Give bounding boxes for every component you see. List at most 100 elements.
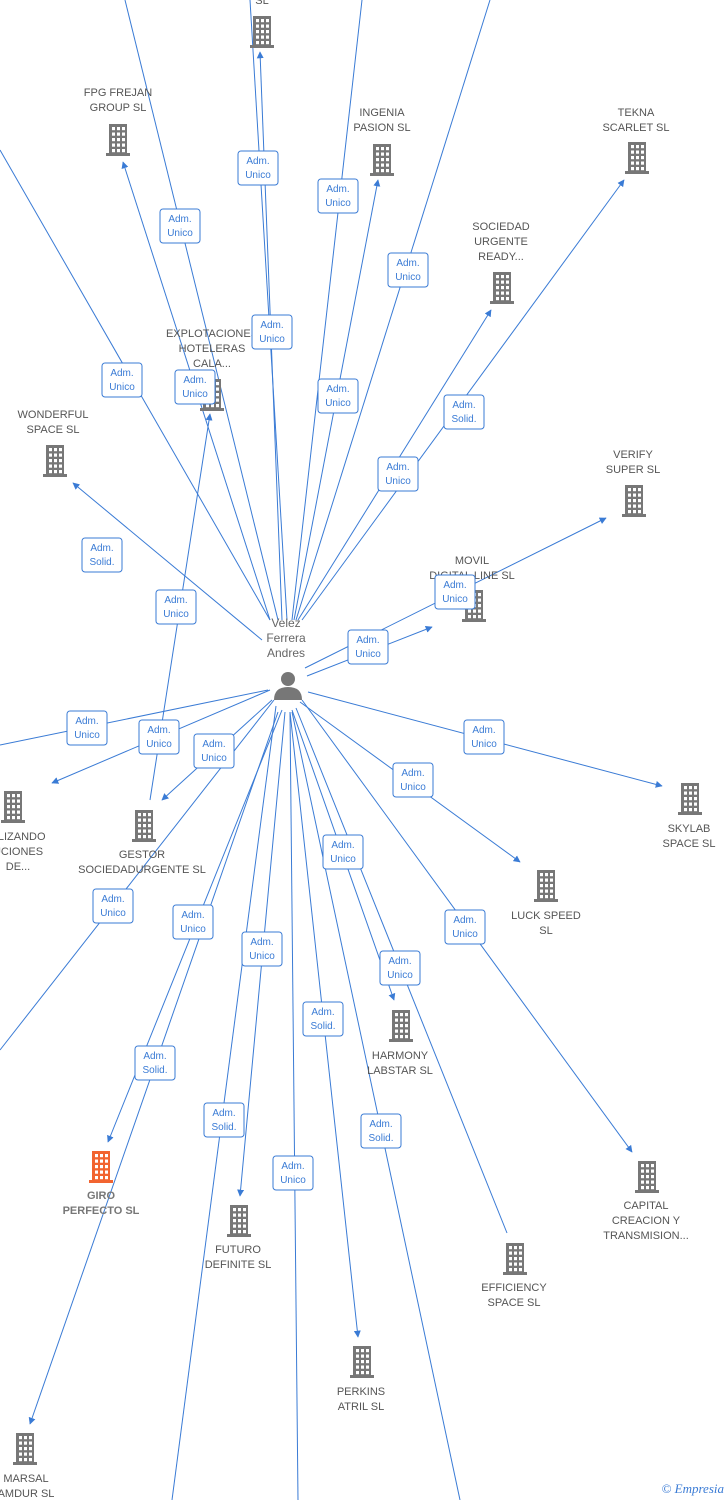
company-node-luck-speed[interactable]: LUCK SPEED SL [511,870,581,937]
relation-badge[interactable]: Adm.Unico [155,589,197,625]
company-name: CALA... [193,358,231,370]
company-node-sociedad-urgente[interactable]: SOCIEDADURGENTEREADY... [472,221,530,304]
relation-badge[interactable]: Adm.Solid. [302,1001,344,1037]
relation-badge[interactable]: Adm.Solid. [203,1102,245,1138]
relation-text: Adm. [143,1051,166,1062]
relation-text: Unico [387,970,413,981]
relation-badge[interactable]: Adm.Unico [251,314,293,350]
relation-badge-box [134,1045,176,1081]
relation-badge-box [66,710,108,746]
relation-badge[interactable]: Adm.Unico [392,762,434,798]
relation-text: Unico [180,924,206,935]
relation-text: Solid. [310,1021,335,1032]
relation-badge[interactable]: Adm.Unico [241,931,283,967]
edge-to-offscreen-1 [124,0,279,621]
building-icon [503,1243,527,1275]
company-node-top-sl[interactable]: SL [250,0,274,48]
company-node-harmony[interactable]: HARMONY LABSTAR SL [367,1010,433,1077]
relation-text: Adm. [90,543,113,554]
relation-text: Unico [163,609,189,620]
building-icon [678,783,702,815]
relation-badge[interactable]: Adm. Unico [66,710,108,746]
building-icon [389,1010,413,1042]
relation-badge[interactable]: Adm.Unico [377,456,419,492]
relation-text: Unico [249,951,275,962]
relation-badge[interactable]: Adm.Solid. [134,1045,176,1081]
relation-text: Unico [471,739,497,750]
relation-badge-box [172,904,214,940]
relation-badge[interactable]: Adm.Unico [322,834,364,870]
relation-badge[interactable]: Adm.Unico [317,178,359,214]
relation-badge[interactable]: Adm.Unico [347,629,389,665]
relation-labels-layer: Adm.UnicoAdm.UnicoAdm.UnicoAdm.Solid.Adm… [66,150,505,1191]
relation-badge[interactable]: Adm.Unico [92,888,134,924]
relation-badge[interactable]: Adm.Solid. [443,394,485,430]
building-icon [250,16,274,48]
company-name: VERIFY [613,449,653,461]
relation-badge[interactable]: Adm.Unico [272,1155,314,1191]
company-name: DEFINITE SL [205,1259,272,1271]
company-name: TEKNA [618,107,655,119]
relation-badge[interactable]: Adm.Unico [444,909,486,945]
person-name: Andres [267,646,305,660]
company-name: GIRO [87,1190,116,1202]
relation-badge[interactable]: Adm.Unico [434,574,476,610]
company-name: GROUP SL [90,102,147,114]
relation-badge[interactable]: Adm.Unico [174,369,216,405]
company-name: SL [539,925,552,937]
relation-badge[interactable]: Adm.Unico [138,719,180,755]
relation-badge[interactable]: Adm.Unico [237,150,279,186]
relation-text: Unico [442,594,468,605]
relation-text: Adm. [75,716,98,727]
relation-text: Unico [74,730,100,741]
relation-badge-box [322,834,364,870]
company-name: LUCK SPEED [511,910,581,922]
relation-badge[interactable]: Adm.Unico [172,904,214,940]
relation-badge[interactable]: Adm.Unico [159,208,201,244]
relation-badge-box [302,1001,344,1037]
relation-badge-box [379,950,421,986]
relation-badge[interactable]: Adm.Unico [379,950,421,986]
relation-badge[interactable]: Adm.Unico [101,362,143,398]
person-name: Ferrera [266,631,306,645]
relation-badge[interactable]: Adm.Unico [193,733,235,769]
company-name: FPG FREJAN [84,87,153,99]
relation-badge-box [444,909,486,945]
relation-text: Adm. [472,725,495,736]
relation-badge-box [241,931,283,967]
relation-text: Unico [146,739,172,750]
relation-badge[interactable]: Adm. Unico [463,719,505,755]
relation-badge[interactable]: Adm.Solid. [360,1113,402,1149]
relation-text: Adm. [212,1108,235,1119]
company-name: UCIONES [0,846,43,858]
relation-badge-box [434,574,476,610]
building-icon [622,485,646,517]
relation-badge-box [138,719,180,755]
company-name: HARMONY [372,1050,429,1062]
relation-badge-box [387,252,429,288]
relation-badge[interactable]: Adm.Solid. [81,537,123,573]
company-name: EFFICIENCY [481,1282,547,1294]
company-name: CAPITAL [623,1200,668,1212]
relation-badge[interactable]: Adm.Unico [387,252,429,288]
company-name: LABSTAR SL [367,1065,433,1077]
relation-badge[interactable]: Adm.Unico [317,378,359,414]
company-node-realizando[interactable]: ALIZANDOUCIONESDE... [0,791,46,873]
relation-text: Solid. [368,1133,393,1144]
company-node-fpg-frejan[interactable]: FPG FREJAN GROUP SL [84,87,153,156]
